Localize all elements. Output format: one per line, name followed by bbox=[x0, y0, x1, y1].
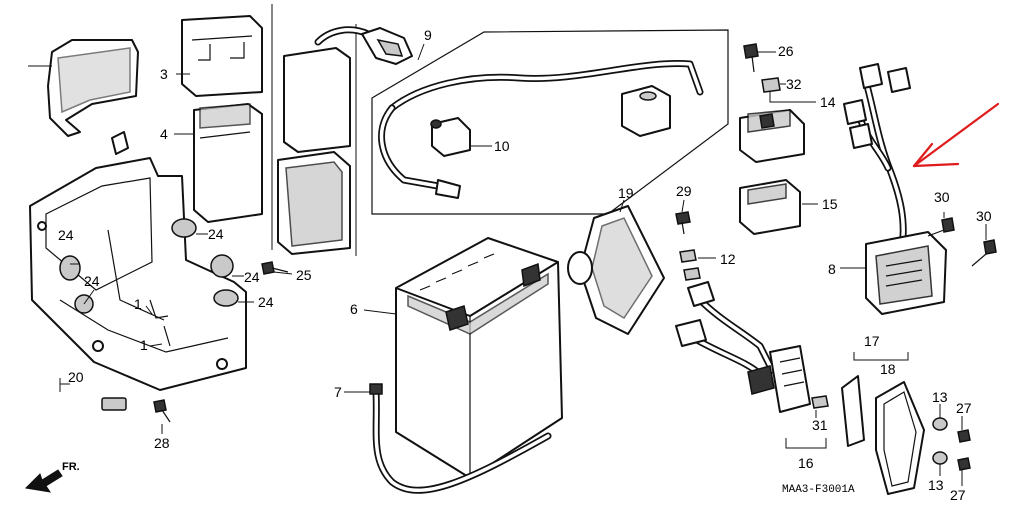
cover-3 bbox=[181, 15, 263, 97]
screws-27 bbox=[957, 429, 971, 471]
callout-27: 27 bbox=[956, 400, 972, 416]
starter-relay-14 bbox=[739, 109, 805, 163]
fuses-12 bbox=[679, 249, 701, 281]
callout-30: 30 bbox=[976, 208, 992, 224]
callout-9: 9 bbox=[424, 27, 432, 43]
callout-27: 27 bbox=[950, 487, 966, 503]
callout-1: 1 bbox=[134, 296, 142, 312]
callout-18: 18 bbox=[880, 361, 896, 377]
callout-3: 3 bbox=[160, 66, 168, 82]
callout-1: 1 bbox=[140, 337, 148, 353]
rubber-cover-lower bbox=[277, 151, 351, 255]
callout-14: 14 bbox=[820, 94, 836, 110]
callout-20: 20 bbox=[68, 369, 84, 385]
relay-15 bbox=[739, 179, 801, 235]
callout-24: 24 bbox=[58, 227, 74, 243]
mounting-bracket-top bbox=[28, 39, 139, 137]
battery-6 bbox=[395, 237, 563, 479]
callout-24: 24 bbox=[208, 226, 224, 242]
front-direction-arrow: FR. bbox=[24, 461, 80, 493]
callout-10: 10 bbox=[494, 138, 510, 154]
diagram-code: MAA3-F3001A bbox=[782, 484, 855, 496]
callout-32: 32 bbox=[786, 76, 802, 92]
front-direction-label: FR. bbox=[62, 461, 80, 473]
callout-24: 24 bbox=[84, 273, 100, 289]
fuse-box-19 bbox=[567, 205, 665, 335]
callout-13: 13 bbox=[928, 477, 944, 493]
callout-13: 13 bbox=[932, 389, 948, 405]
unit-case-upper bbox=[283, 26, 413, 153]
callout-24: 24 bbox=[258, 294, 274, 310]
regulator-rectifier-8 bbox=[843, 63, 947, 315]
callout-29: 29 bbox=[676, 183, 692, 199]
bolt-28 bbox=[153, 399, 171, 423]
red-annotation-arrow bbox=[912, 102, 1000, 168]
side-cover-17-18 bbox=[841, 375, 925, 495]
fuse-32 bbox=[761, 77, 781, 93]
bolts-30 bbox=[927, 217, 997, 267]
callout-8: 8 bbox=[828, 261, 836, 277]
fuse-holder-harness-16 bbox=[675, 281, 829, 413]
callout-6: 6 bbox=[350, 301, 358, 317]
battery-box-frame bbox=[29, 131, 247, 391]
bolt-29 bbox=[675, 211, 691, 235]
callout-15: 15 bbox=[822, 196, 838, 212]
callout-24: 24 bbox=[244, 269, 260, 285]
callout-28: 28 bbox=[154, 435, 170, 451]
callout-19: 19 bbox=[618, 185, 634, 201]
control-unit-4 bbox=[193, 103, 263, 223]
vent-tube-7 bbox=[369, 383, 552, 494]
callout-26: 26 bbox=[778, 43, 794, 59]
bolt-26 bbox=[743, 43, 759, 73]
clip-20-small bbox=[101, 397, 127, 411]
grommets-13 bbox=[932, 417, 948, 465]
callout-7: 7 bbox=[334, 384, 342, 400]
callout-4: 4 bbox=[160, 126, 168, 142]
callout-25: 25 bbox=[296, 267, 312, 283]
callout-16: 16 bbox=[798, 455, 814, 471]
callout-17: 17 bbox=[864, 333, 880, 349]
callout-31: 31 bbox=[812, 417, 828, 433]
cable-panel-9 bbox=[371, 29, 729, 215]
callout-12: 12 bbox=[720, 251, 736, 267]
callout-30: 30 bbox=[934, 189, 950, 205]
